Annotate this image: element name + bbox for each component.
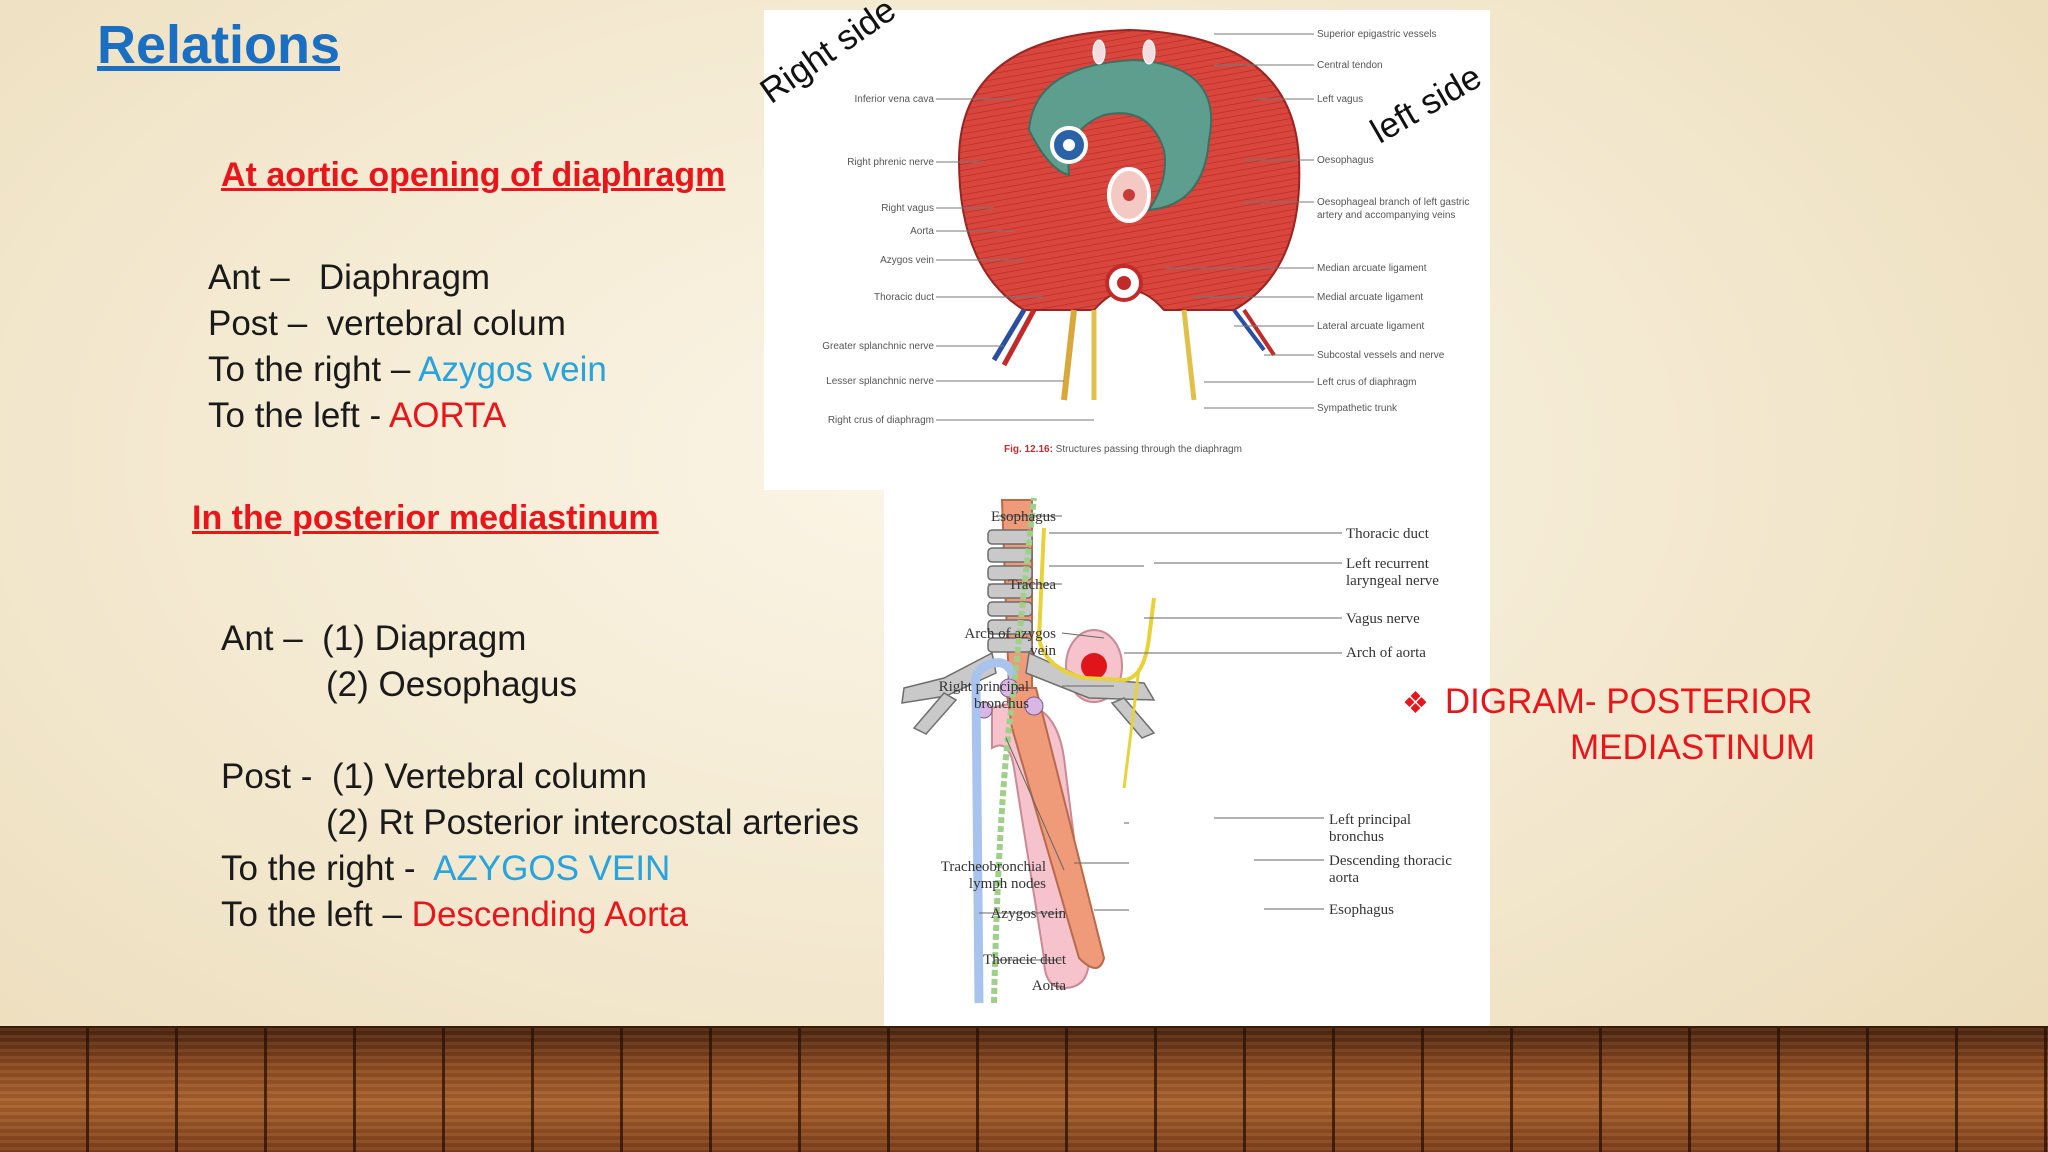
diagram-note-line1: ❖ DIGRAM- POSTERIOR (1402, 682, 1812, 722)
posterior-mediastinum-heading: In the posterior mediastinum (192, 499, 659, 537)
lbl-medial-arcuate: Medial arcuate ligament (1317, 292, 1423, 303)
s2-anterior-2: (2) Oesophagus (326, 665, 577, 704)
s2-left: To the left – Descending Aorta (221, 895, 688, 935)
lbl-right-crus: Right crus of diaphragm (828, 415, 934, 426)
mediastinum-figure: Esophagus Trachea Arch of azygos vein Ri… (884, 488, 1490, 1028)
s1-anterior: Ant – Diaphragm (208, 258, 491, 297)
s1-left-prefix: To the left - (208, 396, 389, 435)
mlbl-r-arch-aorta: Arch of aorta (1346, 645, 1426, 661)
mlbl-lymph-nodes: Tracheobronchial (941, 859, 1046, 875)
s2-left-prefix: To the left – (221, 895, 412, 934)
lbl-right-phrenic: Right phrenic nerve (847, 157, 934, 168)
s1-left-value: AORTA (388, 396, 507, 435)
lbl-aorta: Aorta (910, 226, 934, 237)
lbl-central-tendon: Central tendon (1317, 60, 1383, 71)
slide-title: Relations (97, 15, 341, 75)
s2-anterior-1: Ant – (1) Diapragm (221, 619, 527, 658)
s2-left-value: Descending Aorta (411, 895, 688, 934)
mlbl-esophagus: Esophagus (991, 509, 1056, 525)
lbl-right-vagus: Right vagus (881, 203, 934, 214)
mlbl-r-left-bronchus: Left principal (1329, 812, 1411, 828)
lbl-subcostal: Subcostal vessels and nerve (1317, 350, 1445, 361)
mlbl-lymph-nodes-2: lymph nodes (969, 876, 1046, 892)
s2-right-prefix: To the right - (221, 849, 434, 888)
figure-caption: Fig. 12.16: Structures passing through t… (1004, 444, 1242, 455)
mlbl-r-left-bronchus-2: bronchus (1329, 829, 1384, 845)
lbl-sympathetic-trunk: Sympathetic trunk (1317, 403, 1398, 414)
diaphragm-figure: Inferior vena cava Right phrenic nerve R… (764, 10, 1490, 490)
note-text-1: DIGRAM- POSTERIOR (1444, 682, 1813, 721)
lbl-median-arcuate: Median arcuate ligament (1317, 263, 1427, 274)
mlbl-aorta: Aorta (1032, 978, 1066, 994)
aortic-opening-heading: At aortic opening of diaphragm (221, 156, 726, 194)
lbl-ivc: Inferior vena cava (855, 94, 935, 105)
mlbl-r-thoracic-duct: Thoracic duct (1346, 526, 1430, 542)
lbl-oesophagus: Oesophagus (1317, 155, 1374, 166)
lbl-lesser-splanchnic: Lesser splanchnic nerve (826, 376, 934, 387)
lbl-thoracic-duct: Thoracic duct (874, 292, 934, 303)
caption-bold: Fig. 12.16: (1004, 444, 1053, 455)
mlbl-r-vagus: Vagus nerve (1346, 611, 1420, 627)
diagram-note-line2: MEDIASTINUM (1570, 728, 1815, 767)
mlbl-r-descending-aorta: Descending thoracic (1329, 853, 1452, 869)
lbl-oesophageal-branch: Oesophageal branch of left gastric (1317, 197, 1469, 208)
mlbl-azygos-vein: Azygos vein (991, 906, 1067, 922)
s1-right: To the right – Azygos vein (208, 350, 607, 390)
lbl-left-crus: Left crus of diaphragm (1317, 377, 1417, 388)
lbl-lateral-arcuate: Lateral arcuate ligament (1317, 321, 1425, 332)
s2-posterior-2: (2) Rt Posterior intercostal arteries (326, 803, 859, 842)
mlbl-arch-azygos: Arch of azygos (964, 626, 1056, 642)
s2-posterior-1: Post - (1) Vertebral column (221, 757, 647, 796)
s1-right-value: Azygos vein (418, 350, 607, 389)
mlbl-arch-azygos-2: vein (1030, 643, 1056, 659)
mlbl-thoracic-duct: Thoracic duct (983, 952, 1067, 968)
lbl-greater-splanchnic: Greater splanchnic nerve (822, 341, 934, 352)
s1-posterior: Post – vertebral colum (208, 304, 566, 343)
lbl-oesophageal-branch-2: artery and accompanying veins (1317, 210, 1455, 221)
mlbl-trachea: Trachea (1008, 577, 1056, 593)
caption-text: Structures passing through the diaphragm (1053, 444, 1242, 455)
lbl-azygos-vein: Azygos vein (880, 255, 934, 266)
lbl-left-vagus: Left vagus (1317, 94, 1363, 105)
wooden-floor (0, 1028, 2048, 1152)
mlbl-right-bronchus: Right principal (939, 679, 1029, 695)
note-bullet: ❖ (1402, 687, 1429, 720)
mlbl-right-bronchus-2: bronchus (974, 696, 1029, 712)
s2-right: To the right - AZYGOS VEIN (221, 849, 670, 889)
s1-right-prefix: To the right – (208, 350, 419, 389)
mlbl-r-esophagus: Esophagus (1329, 902, 1394, 918)
mlbl-r-left-recurrent: Left recurrent (1346, 556, 1430, 572)
mlbl-r-descending-aorta-2: aorta (1329, 870, 1359, 886)
lbl-superior-epigastric: Superior epigastric vessels (1317, 29, 1437, 40)
mlbl-r-left-recurrent-2: laryngeal nerve (1346, 573, 1439, 589)
s2-right-value: AZYGOS VEIN (433, 849, 671, 888)
diaphragm-illustration: Inferior vena cava Right phrenic nerve R… (822, 28, 1469, 455)
s1-left: To the left - AORTA (208, 396, 506, 436)
mediastinum-illustration: Esophagus Trachea Arch of azygos vein Ri… (901, 497, 1452, 1004)
